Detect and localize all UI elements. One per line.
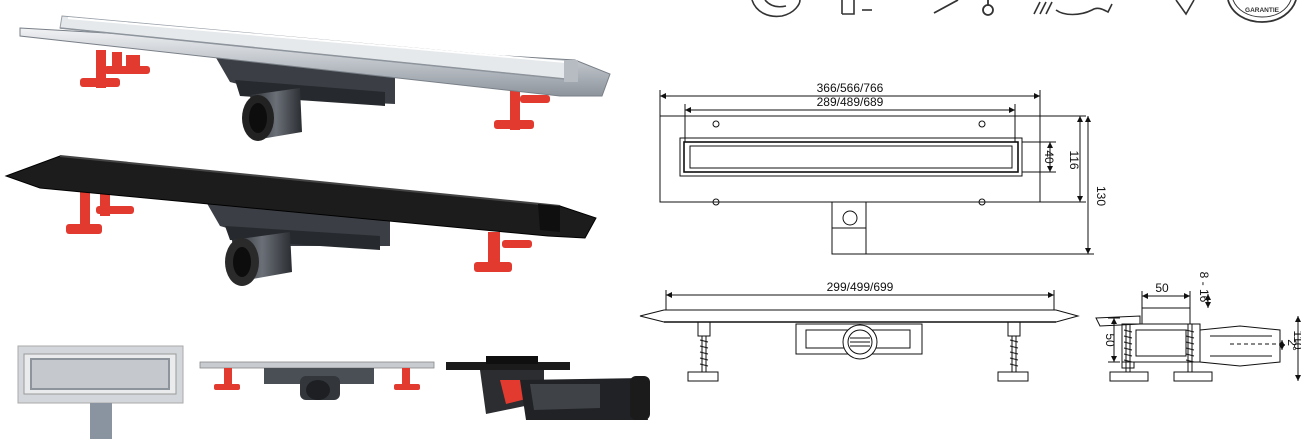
dim-grate-length: 289/489/689 [817,95,884,109]
lightbulb-icon [1175,0,1195,16]
side-view-drawing [1095,291,1301,382]
dim-side-adjust: 8 - 16 [1197,272,1211,303]
dim-clipped-height: 130 [1094,186,1108,206]
trap-cutaway-thumbnail [446,356,650,420]
tool-icon [933,0,994,16]
dim-side-height: 50 [1103,333,1117,347]
side-view-thumbnail [199,361,435,400]
hand-icon [1033,1,1113,16]
dim-overall-length: 366/566/766 [817,81,884,95]
water-tap-icon [841,0,872,15]
black-drain-photo [4,155,597,286]
dim-side-clipped: 110 [1291,330,1301,349]
front-view-drawing [639,290,1080,382]
leaf-icon [751,0,801,18]
dim-side-top-width: 50 [1155,281,1169,295]
icon-row: GARANTIE [751,0,1297,23]
dim-front-length: 299/499/699 [827,280,894,294]
grate-thumbnail [17,345,184,439]
top-view-drawing [659,90,1094,255]
stainless-drain-photo [19,15,611,141]
guarantee-seal-icon: GARANTIE [1227,0,1297,23]
dim-total-width: 116 [1067,150,1081,169]
guarantee-seal-text: GARANTIE [1245,7,1280,14]
dim-grate-width: 40 [1042,150,1056,164]
dim-side-slope: 2° [1285,339,1299,351]
